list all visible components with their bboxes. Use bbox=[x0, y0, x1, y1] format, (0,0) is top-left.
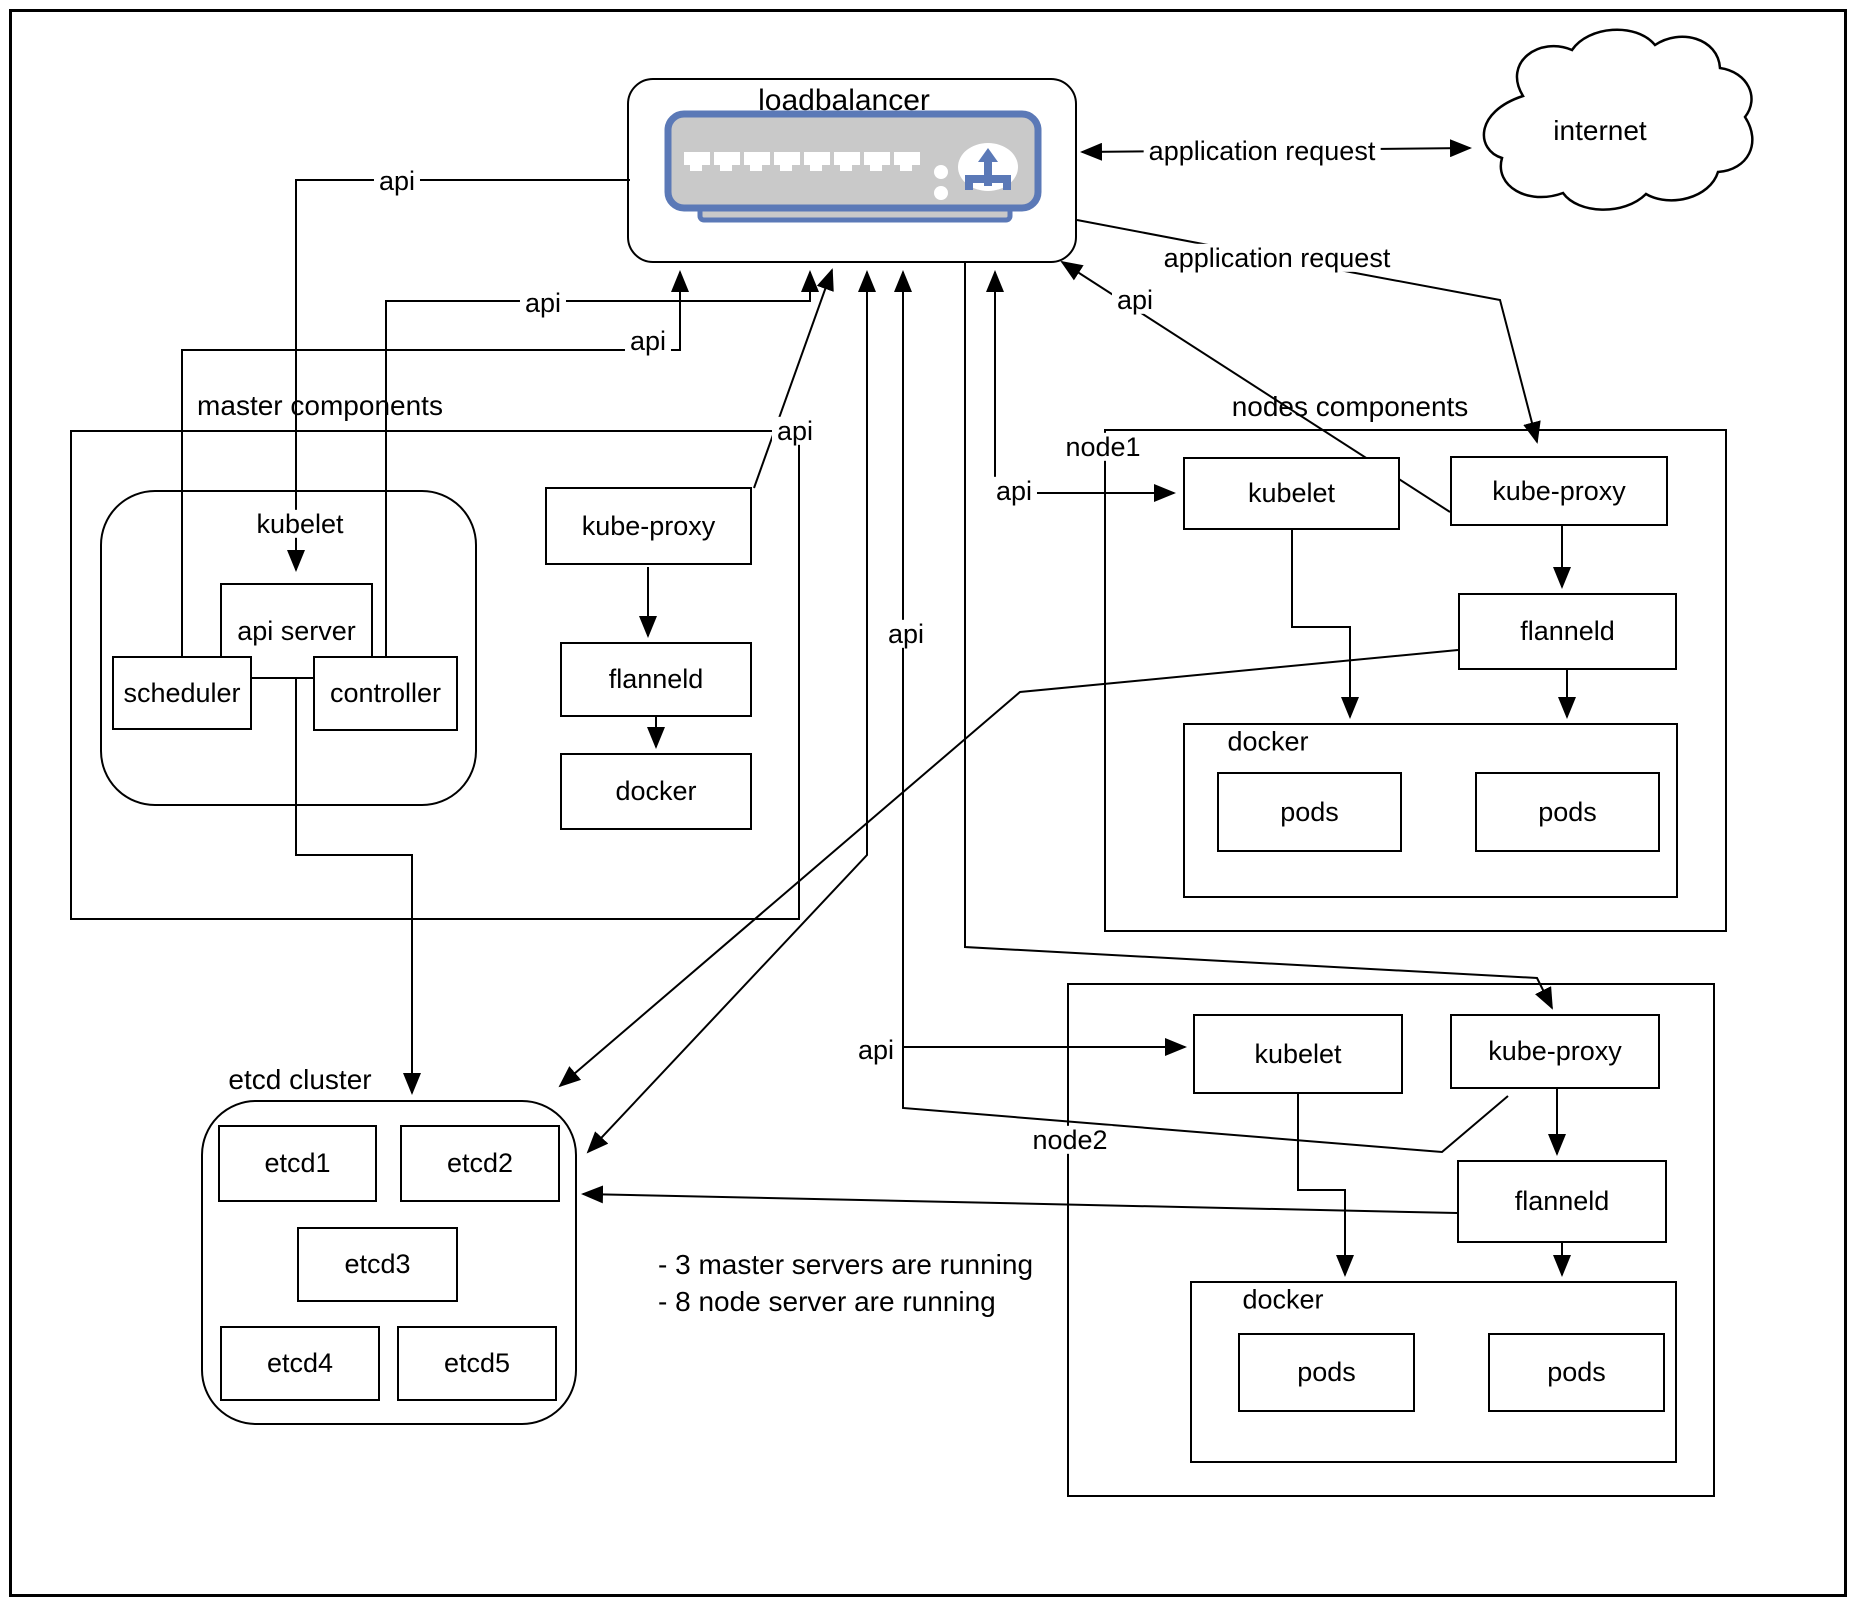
scheduler-box: scheduler bbox=[112, 656, 252, 730]
node1-flanneld-label: flanneld bbox=[1520, 616, 1615, 646]
edge-apiserver-to-etcd bbox=[295, 679, 421, 1095]
node2-pods-box-b: pods bbox=[1488, 1333, 1665, 1412]
edge-master-kubeproxy-to-lb bbox=[753, 268, 834, 489]
node1-pods-box-a: pods bbox=[1217, 772, 1402, 852]
node2-box bbox=[1067, 983, 1715, 1497]
api-server-label: api server bbox=[237, 615, 356, 646]
etcd4-box: etcd4 bbox=[220, 1326, 380, 1401]
api-label-master-kubeproxy: api bbox=[771, 416, 819, 445]
api-label-node2-trunk: api bbox=[882, 619, 930, 648]
loadbalancer-title: loadbalancer bbox=[758, 84, 930, 117]
nodes-components-box bbox=[1104, 429, 1727, 932]
diagram-border bbox=[9, 9, 1847, 1597]
node1-docker-title: docker bbox=[1227, 726, 1309, 757]
node2-title: node2 bbox=[1027, 1125, 1113, 1154]
edge-controller-to-lb bbox=[385, 270, 819, 656]
master-docker-label: docker bbox=[615, 776, 697, 806]
edge-node1-kubelet-to-docker bbox=[1291, 530, 1359, 719]
note-nodes: - 8 node server are running bbox=[658, 1286, 996, 1317]
edge-node2-flanneld-to-etcd bbox=[581, 1185, 1458, 1214]
etcd3-box: etcd3 bbox=[297, 1227, 458, 1302]
etcd5-box: etcd5 bbox=[397, 1326, 557, 1401]
etcd1-label: etcd1 bbox=[264, 1148, 331, 1178]
etcd4-label: etcd4 bbox=[266, 1348, 334, 1378]
master-kubelet-group-box bbox=[100, 490, 477, 806]
node2-pods-a-label: pods bbox=[1297, 1357, 1356, 1387]
loadbalancer-icon bbox=[664, 110, 1042, 223]
master-docker-box: docker bbox=[560, 753, 752, 830]
etcd5-label: etcd5 bbox=[443, 1348, 511, 1378]
edge-node1-flanneld-to-etcd bbox=[558, 649, 1459, 1088]
node2-pods-b-label: pods bbox=[1547, 1357, 1606, 1387]
node1-kubelet-label: kubelet bbox=[1247, 478, 1336, 508]
master-components-title: master components bbox=[197, 390, 443, 421]
node1-kube-proxy-label: kube-proxy bbox=[1492, 475, 1626, 506]
master-kube-proxy-box: kube-proxy bbox=[545, 487, 752, 565]
note-masters: - 3 master servers are running bbox=[658, 1249, 1034, 1280]
internet-cloud bbox=[1482, 28, 1754, 211]
api-label-node2-kubelet: api bbox=[852, 1035, 900, 1064]
controller-box: controller bbox=[313, 656, 458, 731]
api-label-scheduler: api bbox=[624, 326, 672, 355]
node2-kube-proxy-label: kube-proxy bbox=[1488, 1036, 1622, 1066]
node1-kube-proxy-box: kube-proxy bbox=[1450, 456, 1668, 526]
master-kube-proxy-label: kube-proxy bbox=[581, 510, 716, 541]
edge-lb-to-etcd bbox=[586, 270, 876, 1154]
scheduler-label: scheduler bbox=[123, 677, 241, 708]
etcd-cluster-box bbox=[201, 1100, 577, 1425]
node2-kubelet-box: kubelet bbox=[1193, 1014, 1403, 1094]
node2-kubelet-label: kubelet bbox=[1254, 1038, 1342, 1069]
node1-pods-a-label: pods bbox=[1280, 796, 1339, 827]
edge-node2-kubelet-to-docker bbox=[1297, 1094, 1354, 1277]
node1-pods-box-b: pods bbox=[1475, 772, 1660, 852]
node1-title: node1 bbox=[1060, 432, 1146, 461]
master-flanneld-label: flanneld bbox=[608, 664, 704, 694]
node1-docker-box bbox=[1183, 723, 1678, 898]
etcd3-label: etcd3 bbox=[344, 1249, 411, 1279]
edge-lb-to-node2-kubeproxy bbox=[964, 263, 1553, 1010]
master-flanneld-box: flanneld bbox=[560, 642, 752, 717]
internet-label: internet bbox=[1553, 115, 1647, 146]
node2-flanneld-box: flanneld bbox=[1457, 1160, 1667, 1243]
node1-kubelet-box: kubelet bbox=[1183, 457, 1400, 530]
node2-pods-box-a: pods bbox=[1238, 1333, 1415, 1412]
cluster-notes: - 3 master servers are running - 8 node … bbox=[658, 1246, 1033, 1320]
node2-docker-title: docker bbox=[1242, 1284, 1324, 1315]
node1-flanneld-box: flanneld bbox=[1458, 593, 1677, 670]
branch-glyph bbox=[965, 160, 1011, 190]
edge-lb-to-node2-kubeproxy-api bbox=[894, 270, 1509, 1154]
application-request-label-2: application request bbox=[1158, 243, 1396, 272]
application-request-label-1: application request bbox=[1143, 136, 1381, 165]
etcd1-box: etcd1 bbox=[218, 1125, 377, 1202]
master-kubelet-title: kubelet bbox=[251, 509, 349, 538]
etcd-cluster-title: etcd cluster bbox=[228, 1064, 372, 1095]
etcd2-box: etcd2 bbox=[400, 1125, 560, 1202]
nodes-components-title: nodes components bbox=[1231, 391, 1469, 422]
edge-lb-to-apiserver bbox=[287, 179, 630, 572]
api-label-node1-kubeproxy: api bbox=[1111, 285, 1159, 314]
node2-kube-proxy-box: kube-proxy bbox=[1450, 1014, 1660, 1089]
api-label-node1-kubelet: api bbox=[990, 476, 1038, 505]
api-label-apiserver: api bbox=[373, 166, 421, 195]
etcd2-label: etcd2 bbox=[446, 1148, 514, 1178]
node1-pods-b-label: pods bbox=[1538, 796, 1597, 827]
controller-label: controller bbox=[329, 678, 442, 708]
node2-docker-box bbox=[1190, 1281, 1677, 1463]
node2-flanneld-label: flanneld bbox=[1514, 1186, 1610, 1216]
api-label-controller: api bbox=[519, 288, 567, 317]
